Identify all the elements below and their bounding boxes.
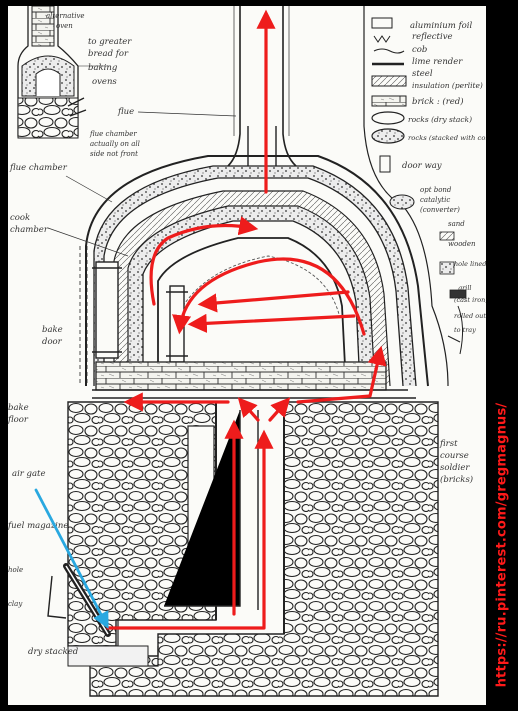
top-note-line-6: ovens bbox=[92, 77, 117, 87]
flow-arrow-under-floor-right bbox=[296, 345, 387, 404]
sketch-paper: alternative oven to greater bread for ba… bbox=[8, 6, 486, 705]
label-first-course-3: soldier bbox=[440, 463, 470, 473]
flow-arrow-split-right bbox=[268, 397, 291, 422]
label-flue-chamber-note-1: flue chamber bbox=[89, 130, 137, 138]
legend-hole-lined-clay: hole lined w/ clay bbox=[454, 260, 486, 268]
label-bottom-left-2: clay bbox=[8, 600, 23, 608]
hot-gas-flow-arrows bbox=[106, 9, 387, 630]
label-fuel-magazine: fuel magazine bbox=[8, 521, 68, 531]
legend-converter: (converter) bbox=[420, 206, 460, 214]
top-note-line-3: to greater bbox=[88, 37, 132, 47]
flow-arrow-cook-chamber-2 bbox=[197, 290, 350, 313]
label-flue-chamber-note-3: side not front bbox=[90, 150, 138, 158]
bake-floor-bricks bbox=[95, 361, 387, 391]
legend-insulation: insulation (perlite) bbox=[412, 81, 483, 90]
legend-aluminium-foil: aluminium foil bbox=[410, 21, 472, 31]
top-note-line-2: oven bbox=[56, 22, 73, 30]
label-bake-door-2: door bbox=[42, 337, 63, 347]
label-cook-chamber-1: cook bbox=[10, 213, 30, 223]
label-bake-floor-2: floor bbox=[8, 415, 29, 425]
label-flue-chamber: flue chamber bbox=[9, 163, 68, 173]
label-dry-stacked: dry stacked bbox=[28, 647, 79, 657]
leader-flue-chamber bbox=[65, 175, 113, 203]
label-bake-floor-1: bake bbox=[8, 403, 29, 413]
legend-lime-render: lime render bbox=[412, 57, 463, 67]
legend-rocks-dry-stack: rocks (dry stack) bbox=[408, 115, 472, 124]
label-flue-chamber-note-2: actually on all bbox=[90, 140, 140, 148]
bake-door bbox=[79, 246, 188, 386]
legend-to-tray: to tray bbox=[454, 326, 476, 334]
legend-sand: sand bbox=[448, 220, 465, 228]
dome-layers bbox=[85, 155, 429, 387]
legend-door-way: door way bbox=[402, 161, 442, 171]
flow-arrow-flue-chamber bbox=[149, 216, 259, 306]
inset-sketch-oven bbox=[17, 6, 108, 139]
legend-catalytic: catalytic bbox=[420, 196, 450, 204]
watermark-strip: https://ru.pinterest.com/gregmagnus/ bbox=[486, 0, 518, 711]
label-first-course-2: course bbox=[440, 451, 469, 461]
label-bake-door-1: bake bbox=[42, 325, 63, 335]
label-flue: flue bbox=[117, 107, 134, 117]
air-inlet-arrow bbox=[34, 488, 109, 629]
label-cook-chamber-2: chamber bbox=[10, 225, 49, 235]
legend bbox=[363, 6, 467, 387]
label-first-course-4: (bricks) bbox=[440, 474, 473, 485]
legend-rolled-out: rolled out bbox=[454, 312, 486, 320]
legend-steel: steel bbox=[412, 69, 433, 79]
flow-arrow-burn-tunnel bbox=[106, 429, 274, 630]
legend-cob: cob bbox=[412, 45, 427, 55]
top-note-line-4: bread for bbox=[88, 49, 129, 59]
flow-arrow-split-left bbox=[237, 397, 260, 422]
legend-brick-red: brick : (red) bbox=[412, 96, 464, 107]
label-bottom-left-1: hole bbox=[8, 566, 23, 574]
legend-grill: grill bbox=[458, 284, 472, 292]
legend-rocks-stacked-cob: rocks (stacked with cob) bbox=[408, 134, 486, 142]
stone-base bbox=[67, 401, 439, 697]
label-air-gate: air gate bbox=[12, 469, 46, 479]
leader-cook-chamber bbox=[47, 227, 129, 257]
legend-cast-iron: (cast iron) bbox=[454, 296, 486, 304]
flow-arrow-cook-chamber bbox=[187, 313, 356, 333]
legend-wooden: wooden bbox=[448, 240, 476, 248]
label-first-course-1: first bbox=[439, 439, 458, 449]
top-note-line-5: baking bbox=[88, 63, 118, 73]
oven-cross-section-diagram: alternative oven to greater bread for ba… bbox=[8, 6, 486, 697]
top-note-line-1: alternative bbox=[46, 12, 85, 20]
leader-flue bbox=[137, 111, 237, 117]
chimney-flue bbox=[227, 6, 297, 176]
legend-reflective: reflective bbox=[412, 32, 453, 42]
watermark-url: https://ru.pinterest.com/gregmagnus/ bbox=[494, 402, 510, 688]
legend-opt-bond: opt bond bbox=[420, 186, 452, 194]
